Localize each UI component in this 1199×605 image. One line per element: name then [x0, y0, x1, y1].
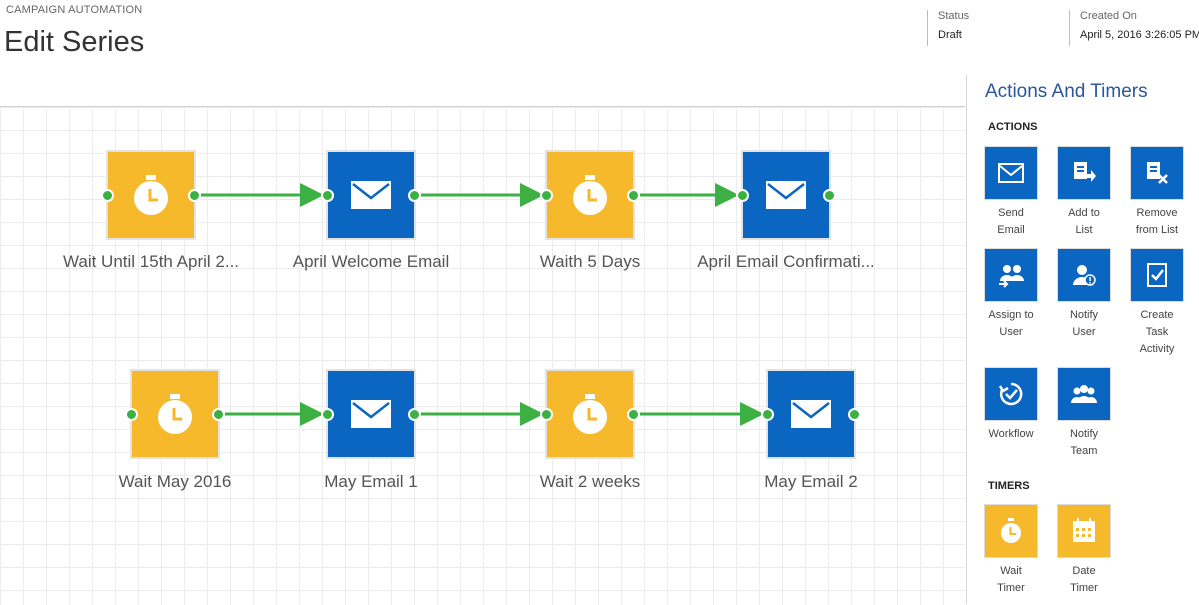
flow-node-email[interactable]	[736, 152, 836, 238]
page-title: Edit Series	[4, 26, 145, 58]
created-on-field: Created On April 5, 2016 3:26:05 PM	[1069, 10, 1199, 46]
envelope-icon	[766, 181, 806, 209]
envelope-icon	[351, 181, 391, 209]
created-on-label: Created On	[1080, 10, 1137, 22]
envelope-icon	[791, 400, 831, 428]
stopwatch-icon	[573, 175, 607, 215]
flow-node-timer[interactable]	[540, 371, 640, 457]
status-field: Status Draft	[927, 10, 1058, 46]
output-port[interactable]	[188, 189, 201, 202]
notify-user-icon	[1073, 265, 1096, 286]
app-label: CAMPAIGN AUTOMATION	[6, 4, 143, 16]
flow-node-label: April Email Confirmati...	[697, 252, 875, 271]
flow-node-label: Waith 5 Days	[539, 252, 641, 271]
flow-node-timer[interactable]	[101, 152, 201, 238]
flow-node-label: May Email 2	[764, 472, 858, 491]
output-port[interactable]	[627, 408, 640, 421]
flow-node-timer[interactable]	[540, 152, 640, 238]
flow-node-email[interactable]	[321, 371, 421, 457]
assign-user-icon	[999, 265, 1024, 288]
input-port[interactable]	[125, 408, 138, 421]
task-check-icon	[1147, 263, 1167, 287]
stopwatch-icon	[573, 394, 607, 434]
envelope-icon	[351, 400, 391, 428]
input-port[interactable]	[540, 408, 553, 421]
notify-team-icon	[1071, 385, 1097, 403]
output-port[interactable]	[408, 408, 421, 421]
status-value: Draft	[938, 29, 962, 41]
add-to-list-icon	[1074, 162, 1096, 182]
flow-node-label: Wait May 2016	[118, 472, 232, 491]
input-port[interactable]	[321, 189, 334, 202]
flow-node-timer[interactable]	[125, 371, 225, 457]
input-port[interactable]	[761, 408, 774, 421]
remove-from-list-icon	[1147, 162, 1168, 184]
input-port[interactable]	[321, 408, 334, 421]
workflow-icon	[998, 382, 1023, 406]
flow-node-label: Wait Until 15th April 2...	[62, 252, 240, 271]
output-port[interactable]	[627, 189, 640, 202]
flow-node-label: Wait 2 weeks	[539, 472, 641, 491]
envelope-icon	[998, 163, 1024, 183]
status-label: Status	[938, 10, 970, 22]
input-port[interactable]	[540, 189, 553, 202]
calendar-icon	[1073, 518, 1095, 542]
tile-label: Workflow	[988, 428, 1034, 440]
stopwatch-icon	[1001, 518, 1021, 543]
connector-layer	[198, 183, 764, 426]
flow-node-label: April Welcome Email	[292, 252, 450, 271]
timers-heading: TIMERS	[988, 480, 1030, 492]
output-port[interactable]	[408, 189, 421, 202]
input-port[interactable]	[736, 189, 749, 202]
flow-node-label: May Email 1	[324, 472, 418, 491]
stopwatch-icon	[134, 175, 168, 215]
created-on-value: April 5, 2016 3:26:05 PM	[1080, 29, 1199, 41]
output-port[interactable]	[212, 408, 225, 421]
panel-title: Actions And Timers	[985, 81, 1148, 102]
flow-node-email[interactable]	[761, 371, 861, 457]
flow-node-email[interactable]	[321, 152, 421, 238]
workflow-action[interactable]: Workflow	[981, 368, 1041, 443]
input-port[interactable]	[101, 189, 114, 202]
actions-heading: ACTIONS	[988, 121, 1038, 133]
stopwatch-icon	[158, 394, 192, 434]
designer-canvas[interactable]: Wait Until 15th April 2... April Welcome…	[0, 106, 965, 605]
output-port[interactable]	[848, 408, 861, 421]
output-port[interactable]	[823, 189, 836, 202]
